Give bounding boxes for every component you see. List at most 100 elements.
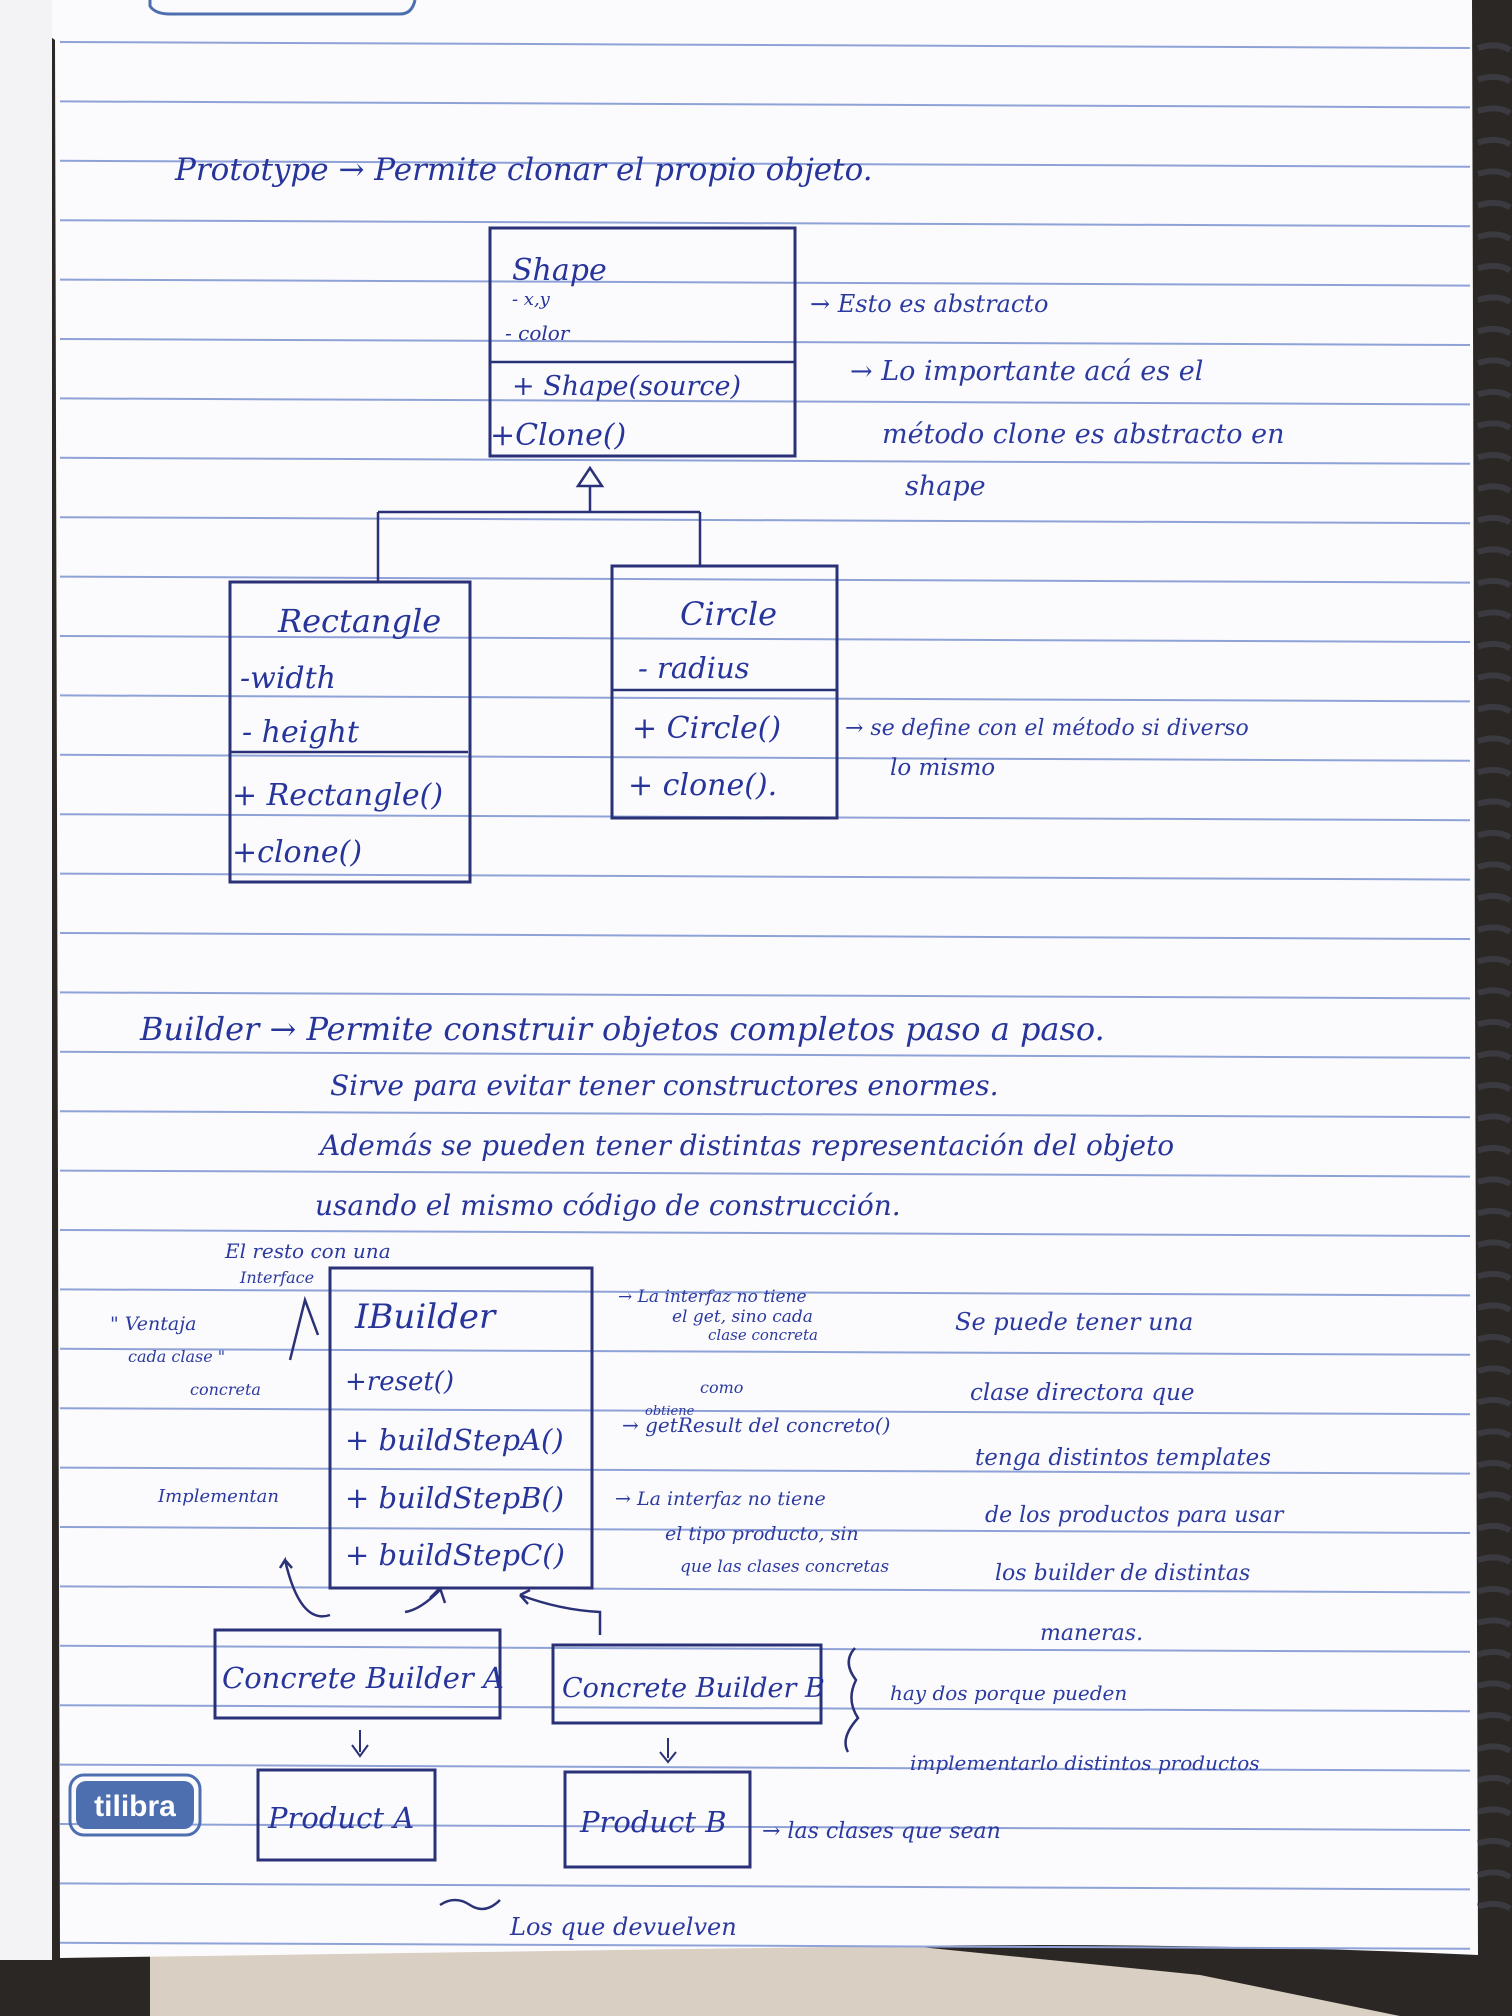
rule-line bbox=[59, 1585, 1471, 1594]
shape-attr: - x,y bbox=[512, 289, 551, 310]
note-two-line: hay dos porque pueden bbox=[890, 1681, 1127, 1705]
rule-line bbox=[59, 872, 1471, 881]
note-important-line: método clone es abstracto en bbox=[882, 419, 1284, 450]
spiral-ring bbox=[1477, 703, 1512, 715]
rule-line bbox=[59, 1229, 1471, 1237]
spiral-ring bbox=[1477, 672, 1512, 683]
note-two-line: implementarlo distintos productos bbox=[910, 1751, 1260, 1775]
shape-class-name: Shape bbox=[512, 253, 607, 288]
spiral-ring bbox=[1477, 1711, 1512, 1723]
spiral-ring bbox=[1477, 136, 1512, 148]
note-interfaz-tipo: → La interfaz no tiene bbox=[615, 1488, 826, 1510]
note-important-line: → Lo importante acá es el bbox=[850, 356, 1203, 387]
rule-line bbox=[59, 1644, 1471, 1653]
note-interfaz-tipo: el tipo producto, sin bbox=[665, 1523, 859, 1545]
spiral-ring bbox=[1477, 1491, 1512, 1502]
spiral-ring bbox=[1477, 640, 1512, 652]
rule-line bbox=[59, 753, 1471, 762]
paper-left-margin bbox=[0, 0, 52, 1960]
rectangle-attr: - height bbox=[242, 715, 360, 750]
shape-class-box: Shape - x,y - color + Shape(source) +Clo… bbox=[488, 226, 797, 458]
spiral-ring bbox=[1477, 451, 1512, 463]
spiral-ring bbox=[1477, 1806, 1512, 1817]
rule-line bbox=[59, 1407, 1471, 1416]
concrete-builder-a-label: Concrete Builder A bbox=[222, 1661, 504, 1695]
rule-line bbox=[59, 456, 1471, 465]
spiral-ring bbox=[1477, 1239, 1512, 1250]
spiral-ring bbox=[1477, 1743, 1512, 1754]
note-left-implement: Implementan bbox=[157, 1486, 279, 1507]
product-a-label: Product A bbox=[267, 1801, 414, 1835]
ibuilder-method: + buildStepA() bbox=[345, 1423, 564, 1457]
builder-text-line: Además se pueden tener distintas represe… bbox=[317, 1129, 1174, 1162]
note-left-mid: cada clase " bbox=[128, 1347, 225, 1366]
note-left-mid: concreta bbox=[190, 1380, 261, 1399]
note-left-top: Interface bbox=[239, 1268, 314, 1287]
note-right-line: clase directora que bbox=[970, 1380, 1195, 1406]
spiral-ring bbox=[1477, 1585, 1512, 1597]
concrete-builder-a-box: Concrete Builder A bbox=[213, 1628, 504, 1720]
rule-line bbox=[59, 1050, 1471, 1059]
note-right-line: de los productos para usar bbox=[985, 1503, 1285, 1528]
rectangle-class-name: Rectangle bbox=[277, 602, 441, 640]
circle-method: + clone(). bbox=[628, 768, 777, 803]
spiral-ring bbox=[1477, 1459, 1512, 1471]
note-interface-line: clase concreta bbox=[708, 1326, 818, 1344]
builder-text-line: usando el mismo código de construcción. bbox=[315, 1189, 901, 1222]
ruled-lines bbox=[59, 41, 1471, 1950]
rule-line bbox=[59, 159, 1471, 168]
rule-line bbox=[59, 219, 1471, 228]
spiral-ring bbox=[1477, 325, 1512, 337]
spiral-ring bbox=[1477, 987, 1512, 998]
spiral-ring bbox=[1477, 1302, 1512, 1313]
spiral-ring bbox=[1477, 1270, 1512, 1282]
tilibra-logo-text: tilibra bbox=[94, 1790, 176, 1823]
concrete-builder-b-label: Concrete Builder B bbox=[562, 1673, 825, 1704]
note-define-line: → se define con el método si diverso bbox=[845, 716, 1249, 741]
rule-line bbox=[59, 1704, 1471, 1713]
note-interface-line: → La interfaz no tiene bbox=[618, 1287, 807, 1307]
spiral-ring bbox=[1477, 294, 1512, 305]
spiral-ring bbox=[1477, 735, 1512, 746]
note-left-top: El resto con una bbox=[224, 1239, 391, 1263]
rule-line bbox=[59, 1882, 1471, 1891]
rule-line bbox=[59, 1169, 1471, 1178]
prototype-heading: Prototype → Permite clonar el propio obj… bbox=[174, 152, 873, 188]
shape-method: +Clone() bbox=[490, 418, 626, 453]
circle-class-name: Circle bbox=[680, 595, 777, 633]
note-right-line: tenga distintos templates bbox=[975, 1445, 1271, 1471]
builder-text-line: Sirve para evitar tener constructores en… bbox=[330, 1069, 999, 1102]
spiral-ring bbox=[1477, 1428, 1512, 1439]
note-interface-line: el get, sino cada bbox=[672, 1307, 813, 1327]
spiral-ring bbox=[1477, 199, 1512, 211]
note-important-line: shape bbox=[905, 471, 986, 502]
spiral-ring bbox=[1477, 1554, 1512, 1565]
rectangle-attr: -width bbox=[240, 661, 336, 696]
ibuilder-method: + buildStepC() bbox=[345, 1538, 565, 1572]
rule-line bbox=[59, 338, 1471, 346]
rule-line bbox=[59, 516, 1471, 525]
note-interface-line: como bbox=[700, 1378, 743, 1397]
rule-line bbox=[59, 100, 1471, 109]
ibuilder-interface-box: IBuilder +reset() + buildStepA() + build… bbox=[328, 1266, 594, 1590]
brace-mark bbox=[844, 1647, 860, 1753]
spiral-ring bbox=[1477, 609, 1512, 620]
spiral-ring bbox=[1477, 1018, 1512, 1030]
spiral-ring bbox=[1477, 1365, 1512, 1376]
implement-arrow bbox=[519, 1588, 602, 1635]
spiral-ring bbox=[1477, 1837, 1512, 1849]
spiral-ring bbox=[1477, 1050, 1512, 1061]
rule-line bbox=[59, 1288, 1471, 1297]
spiral-ring bbox=[1477, 420, 1512, 431]
rule-line bbox=[59, 41, 1471, 49]
note-right-line: maneras. bbox=[1040, 1621, 1143, 1646]
note-bottom: Los que devuelven bbox=[509, 1913, 737, 1941]
rectangle-method: +clone() bbox=[232, 835, 362, 870]
implement-arrow bbox=[278, 1556, 331, 1618]
spiral-ring bbox=[1477, 1333, 1512, 1345]
rule-line bbox=[59, 1347, 1471, 1356]
spiral-ring bbox=[1477, 1081, 1512, 1093]
spiral-ring bbox=[1477, 577, 1512, 589]
note-right-line: los builder de distintas bbox=[995, 1561, 1250, 1586]
ibuilder-method: + buildStepB() bbox=[345, 1481, 564, 1515]
